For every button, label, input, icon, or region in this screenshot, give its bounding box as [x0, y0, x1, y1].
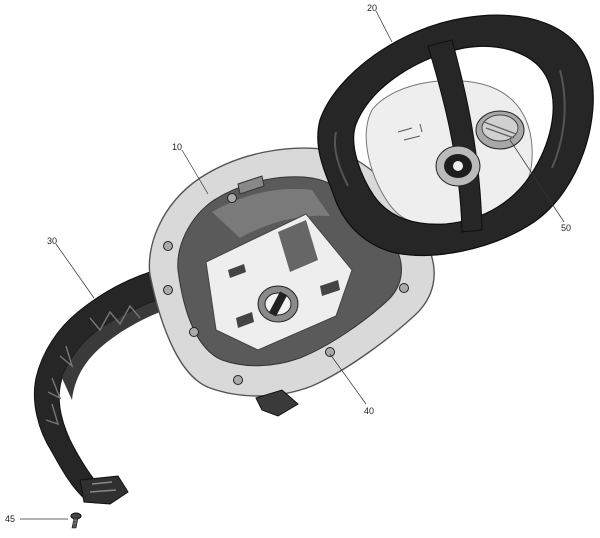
callout-10: 10 [172, 142, 182, 152]
callout-labels: 20 10 30 50 40 45 [5, 3, 571, 524]
callout-20: 20 [367, 3, 377, 13]
callout-40: 40 [364, 406, 374, 416]
callout-50: 50 [561, 223, 571, 233]
leader-line-40 [329, 353, 367, 405]
screw-part-45 [70, 512, 82, 529]
leader-lines [20, 10, 565, 520]
leader-line-30 [55, 243, 95, 299]
callout-30: 30 [47, 236, 57, 246]
leader-line-50 [509, 139, 565, 223]
side-handle-part-30 [33, 271, 160, 505]
grip-handle-part-20 [317, 14, 594, 257]
leader-line-10 [181, 149, 209, 195]
callout-45: 45 [5, 514, 15, 524]
knob-part-50 [475, 110, 525, 150]
leader-line-20 [375, 10, 393, 43]
